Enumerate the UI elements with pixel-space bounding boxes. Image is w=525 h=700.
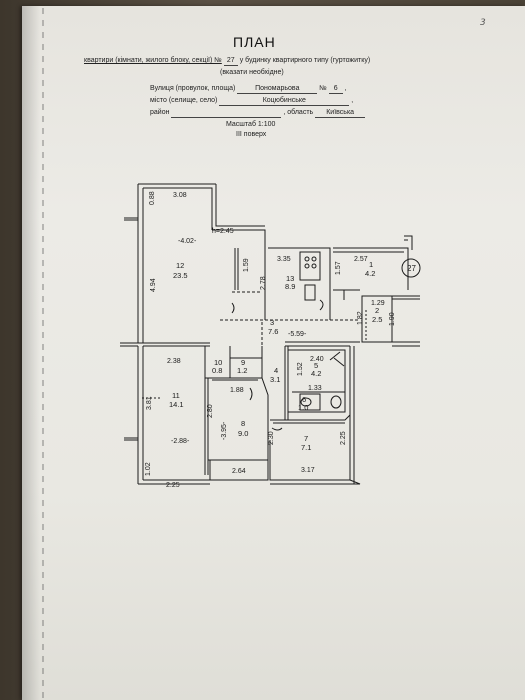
room-12-area: 23.5 (173, 271, 188, 280)
room-5-number: 5 (314, 361, 318, 370)
room-7-number: 7 (304, 434, 308, 443)
dim-label: 1.29 (371, 300, 385, 307)
dim-label: h=2.45 (212, 228, 234, 235)
dim-label: 2.30 (268, 431, 275, 445)
dim-label: 4.94 (150, 278, 157, 292)
room-9-number: 9 (241, 358, 245, 367)
room-13-area: 8.9 (285, 282, 295, 291)
street-value: Пономарьова (237, 84, 318, 94)
dim-label: 2.57 (354, 256, 368, 263)
header-line-1-after: у будинку квартирного типу (гуртожитку) (239, 57, 371, 64)
dim-label: 2.80 (207, 404, 214, 418)
town-value: Коцюбинське (219, 96, 350, 106)
dim-label: 2.78 (260, 276, 267, 290)
room-1-area: 4.2 (365, 269, 375, 278)
dim-label: -5.59- (288, 331, 307, 338)
dim-label: 2.25 (166, 482, 180, 489)
header-line-1: квартири (кімнати, жилого блоку, секції)… (84, 56, 370, 66)
dim-label: -3.95- (221, 421, 228, 440)
room-8-number: 8 (241, 419, 245, 428)
page-number: 3 (480, 18, 486, 28)
dim-label: 1.90 (389, 312, 396, 326)
room-13-number: 13 (286, 274, 294, 283)
house-value: 6 (328, 84, 343, 94)
dim-label: 1.52 (297, 362, 304, 376)
district-label: район (150, 109, 170, 116)
document-page (22, 6, 525, 700)
dim-label: -4.02- (178, 238, 197, 245)
room-9-area: 1.2 (237, 366, 247, 375)
region-value: Київська (315, 108, 366, 118)
dim-label: -2.88- (171, 438, 190, 445)
room-labels: 12 23.5 13 8.9 1 4.2 2 2.5 3 7.6 4 3.1 5… (169, 260, 382, 452)
dim-label: 1.82 (357, 311, 364, 325)
dim-label: 2.25 (340, 431, 347, 445)
room-4-area: 3.1 (270, 375, 280, 384)
street-line: Вулиця (провулок, площа) Пономарьова № 6… (150, 84, 347, 94)
town-label: місто (селище, село) (150, 97, 218, 104)
dim-label: 3.81 (146, 396, 153, 410)
room-5-area: 4.2 (311, 369, 321, 378)
dim-label: 1.33 (308, 385, 322, 392)
town-line: місто (селище, село) Коцюбинське , (150, 96, 354, 106)
header-note: (вказати необхідне) (220, 69, 284, 76)
room-11-number: 11 (172, 391, 180, 400)
dim-label: 2.38 (167, 358, 181, 365)
floor-text: III поверх (236, 131, 267, 138)
district-line: район , область Київська (150, 108, 366, 118)
dim-label: 3.17 (301, 467, 315, 474)
room-7-area: 7.1 (301, 443, 311, 452)
dimension-labels: 0.88 3.08 -4.02- h=2.45 4.94 3.35 1.59 2… (145, 191, 396, 489)
dim-label: 1.59 (243, 258, 250, 272)
room-2-area: 2.5 (372, 315, 382, 324)
plan-walls (120, 183, 421, 485)
header-line-1-before: квартири (кімнати, жилого блоку, секції)… (84, 57, 222, 64)
room-3-number: 3 (270, 318, 274, 327)
dim-label: 1.88 (230, 387, 244, 394)
room-6-number: 6 (302, 395, 306, 404)
dim-label: 0.88 (149, 191, 156, 205)
region-label: , область (283, 109, 314, 116)
room-11-area: 14.1 (169, 400, 184, 409)
apartment-number: 27 (223, 56, 238, 66)
dim-label: 2.40 (310, 356, 324, 363)
room-8-area: 9.0 (238, 429, 248, 438)
room-10-number: 10 (214, 358, 222, 367)
dim-label: 1.02 (145, 462, 152, 476)
room-2-number: 2 (375, 306, 379, 315)
dim-label: 3.08 (173, 192, 187, 199)
room-10-area: 0.8 (212, 366, 222, 375)
scale-text: Масштаб 1:100 (226, 121, 276, 128)
room-4-number: 4 (274, 366, 278, 375)
room-3-area: 7.6 (268, 327, 278, 336)
dim-label: 3.35 (277, 256, 291, 263)
house-label: № (319, 85, 327, 92)
street-label: Вулиця (провулок, площа) (150, 85, 236, 92)
room-1-number: 1 (369, 260, 373, 269)
apartment-marker: 27 (407, 264, 416, 273)
document-title: ПЛАН (233, 34, 276, 50)
dim-label: 2.64 (232, 468, 246, 475)
room-12-number: 12 (176, 261, 184, 270)
room-6-area: 1.0 (298, 403, 308, 412)
dim-label: 1.57 (335, 261, 342, 275)
